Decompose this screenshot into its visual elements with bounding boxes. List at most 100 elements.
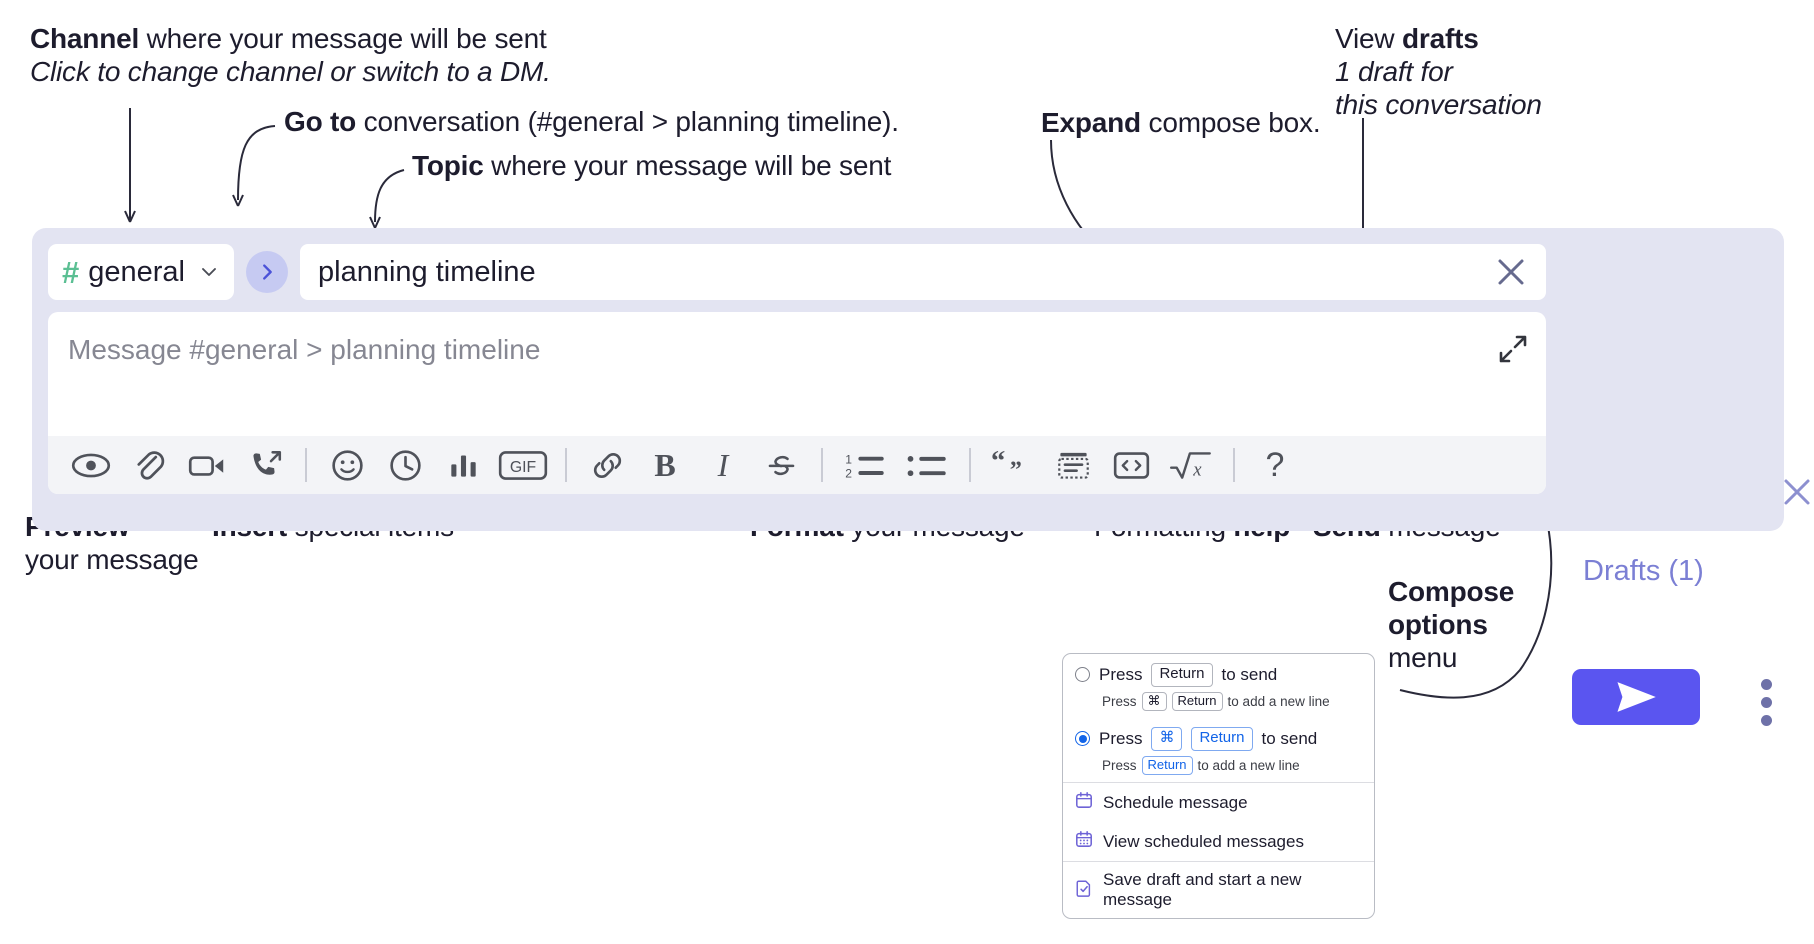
- hash-icon: #: [62, 254, 80, 290]
- channel-name-label: general: [88, 255, 185, 288]
- svg-text:x: x: [1192, 459, 1202, 480]
- toolbar-separator: [821, 448, 823, 482]
- annotation-goto: Go to conversation (#general > planning …: [284, 105, 899, 138]
- math-icon[interactable]: x: [1160, 441, 1222, 489]
- close-icon[interactable]: [1781, 476, 1813, 508]
- compose-inner: # general planning timeline M: [48, 244, 1546, 494]
- annotation-compose-options-l3: menu: [1388, 642, 1458, 674]
- italic-icon[interactable]: I: [694, 441, 752, 489]
- annotation-compose-options-l1: Compose: [1388, 576, 1515, 607]
- key-return: Return: [1191, 727, 1253, 751]
- bulleted-list-icon[interactable]: [896, 441, 958, 489]
- menu-divider: [1063, 782, 1374, 783]
- key-command: ⌘: [1151, 727, 1183, 751]
- menu-item-save-draft[interactable]: Save draft and start a new message: [1063, 862, 1374, 918]
- chevron-right-icon: [263, 264, 272, 280]
- preview-icon[interactable]: [62, 441, 120, 489]
- send-option-cmd-return[interactable]: Press ⌘ Return to send Press Return to a…: [1063, 718, 1374, 782]
- annotation-preview-sub: your message: [25, 544, 199, 576]
- kebab-dot: [1760, 715, 1772, 726]
- menu-item-label: Save draft and start a new message: [1103, 870, 1302, 909]
- go-to-conversation-button[interactable]: [246, 251, 288, 293]
- annotation-compose-options: Compose options menu: [1388, 575, 1514, 674]
- svg-text:“: “: [991, 450, 1005, 477]
- compose-header-row: # general planning timeline: [48, 244, 1546, 300]
- menu-item-view-scheduled[interactable]: View scheduled messages: [1063, 822, 1374, 861]
- toolbar-separator: [565, 448, 567, 482]
- expand-icon[interactable]: [1498, 334, 1528, 364]
- key-return: Return: [1151, 663, 1213, 687]
- opt1-sub-post: to add a new line: [1227, 693, 1330, 709]
- chevron-down-icon: [200, 263, 218, 281]
- annotation-topic: Topic where your message will be sent: [412, 149, 891, 182]
- annotation-drafts-bold: drafts: [1401, 23, 1479, 54]
- annotation-goto-bold: Go to: [284, 106, 357, 137]
- svg-text:1: 1: [845, 452, 852, 466]
- annotation-expand-rest: compose box.: [1140, 107, 1321, 138]
- save-draft-icon: [1075, 879, 1093, 902]
- clear-topic-icon[interactable]: [1494, 255, 1528, 289]
- annotation-topic-rest: where your message will be sent: [483, 150, 892, 181]
- key-command: ⌘: [1141, 691, 1167, 711]
- toolbar-separator: [305, 448, 307, 482]
- strikethrough-icon[interactable]: [752, 441, 810, 489]
- channel-selector[interactable]: # general: [48, 244, 234, 300]
- compose-box: Drafts (1) # general: [32, 228, 1810, 726]
- toolbar-separator: [969, 448, 971, 482]
- message-input-placeholder: Message #general > planning timeline: [68, 334, 541, 365]
- send-option-return-main: Press Return to send: [1075, 663, 1362, 687]
- attachment-icon[interactable]: [120, 441, 178, 489]
- compose-options-popup: Press Return to send Press ⌘ Return to a…: [1062, 653, 1375, 919]
- key-return: Return: [1141, 755, 1193, 775]
- gif-icon[interactable]: GIF: [492, 441, 554, 489]
- key-return: Return: [1171, 691, 1223, 711]
- opt2-sub-post: to add a new line: [1197, 757, 1300, 773]
- annotation-channel: Channel where your message will be sent …: [30, 22, 551, 88]
- annotation-goto-rest: conversation (#general > planning timeli…: [356, 106, 899, 137]
- topic-input[interactable]: planning timeline: [300, 244, 1546, 300]
- topic-value: planning timeline: [318, 255, 536, 288]
- bold-icon[interactable]: B: [636, 441, 694, 489]
- menu-item-label: Schedule message: [1103, 792, 1248, 812]
- blockquote-icon[interactable]: “ ”: [982, 441, 1044, 489]
- annotation-channel-rest: where your message will be sent: [139, 23, 547, 54]
- annotation-drafts-sub1: 1 draft for: [1335, 56, 1453, 88]
- radio-return[interactable]: [1075, 667, 1090, 683]
- menu-item-schedule-message[interactable]: Schedule message: [1063, 783, 1374, 822]
- opt2-sub-pre: Press: [1102, 757, 1137, 773]
- send-button[interactable]: [1572, 669, 1700, 725]
- calendar-grid-icon: [1075, 830, 1093, 853]
- emoji-icon[interactable]: [318, 441, 376, 489]
- video-icon[interactable]: [178, 441, 236, 489]
- send-option-return-sub: Press ⌘ Return to add a new line: [1102, 691, 1362, 711]
- send-option-return[interactable]: Press Return to send Press ⌘ Return to a…: [1063, 654, 1374, 718]
- link-icon[interactable]: [578, 441, 636, 489]
- italic-label: I: [717, 447, 729, 483]
- menu-item-label: View scheduled messages: [1103, 831, 1304, 851]
- annotation-topic-bold: Topic: [412, 150, 484, 181]
- send-option-cmd-return-main: Press ⌘ Return to send: [1075, 727, 1362, 751]
- annotation-drafts-sub2: this conversation: [1335, 89, 1542, 121]
- inline-code-icon[interactable]: [1102, 441, 1160, 489]
- audio-clip-icon[interactable]: [236, 441, 294, 489]
- send-icon: [1617, 682, 1656, 712]
- svg-text:GIF: GIF: [510, 459, 536, 476]
- poll-icon[interactable]: [434, 441, 492, 489]
- menu-divider: [1063, 861, 1374, 862]
- clock-icon[interactable]: [376, 441, 434, 489]
- kebab-dot: [1760, 697, 1772, 708]
- compose-options-menu-button[interactable]: [1759, 679, 1773, 726]
- svg-text:2: 2: [845, 466, 852, 480]
- formatting-help-icon[interactable]: ?: [1246, 441, 1304, 489]
- opt1-pre: Press: [1099, 664, 1143, 684]
- annotation-drafts: View drafts 1 draft for this conversatio…: [1335, 22, 1542, 121]
- annotation-compose-options-l2: options: [1388, 609, 1488, 641]
- radio-cmd-return[interactable]: [1075, 731, 1090, 747]
- calendar-icon: [1075, 791, 1093, 814]
- ordered-list-icon[interactable]: 1 2: [834, 441, 896, 489]
- annotation-channel-bold: Channel: [30, 23, 140, 54]
- message-input-area[interactable]: Message #general > planning timeline: [48, 312, 1546, 494]
- drafts-link[interactable]: Drafts (1): [1583, 555, 1704, 587]
- opt1-sub-pre: Press: [1102, 693, 1137, 709]
- code-block-icon[interactable]: [1044, 441, 1102, 489]
